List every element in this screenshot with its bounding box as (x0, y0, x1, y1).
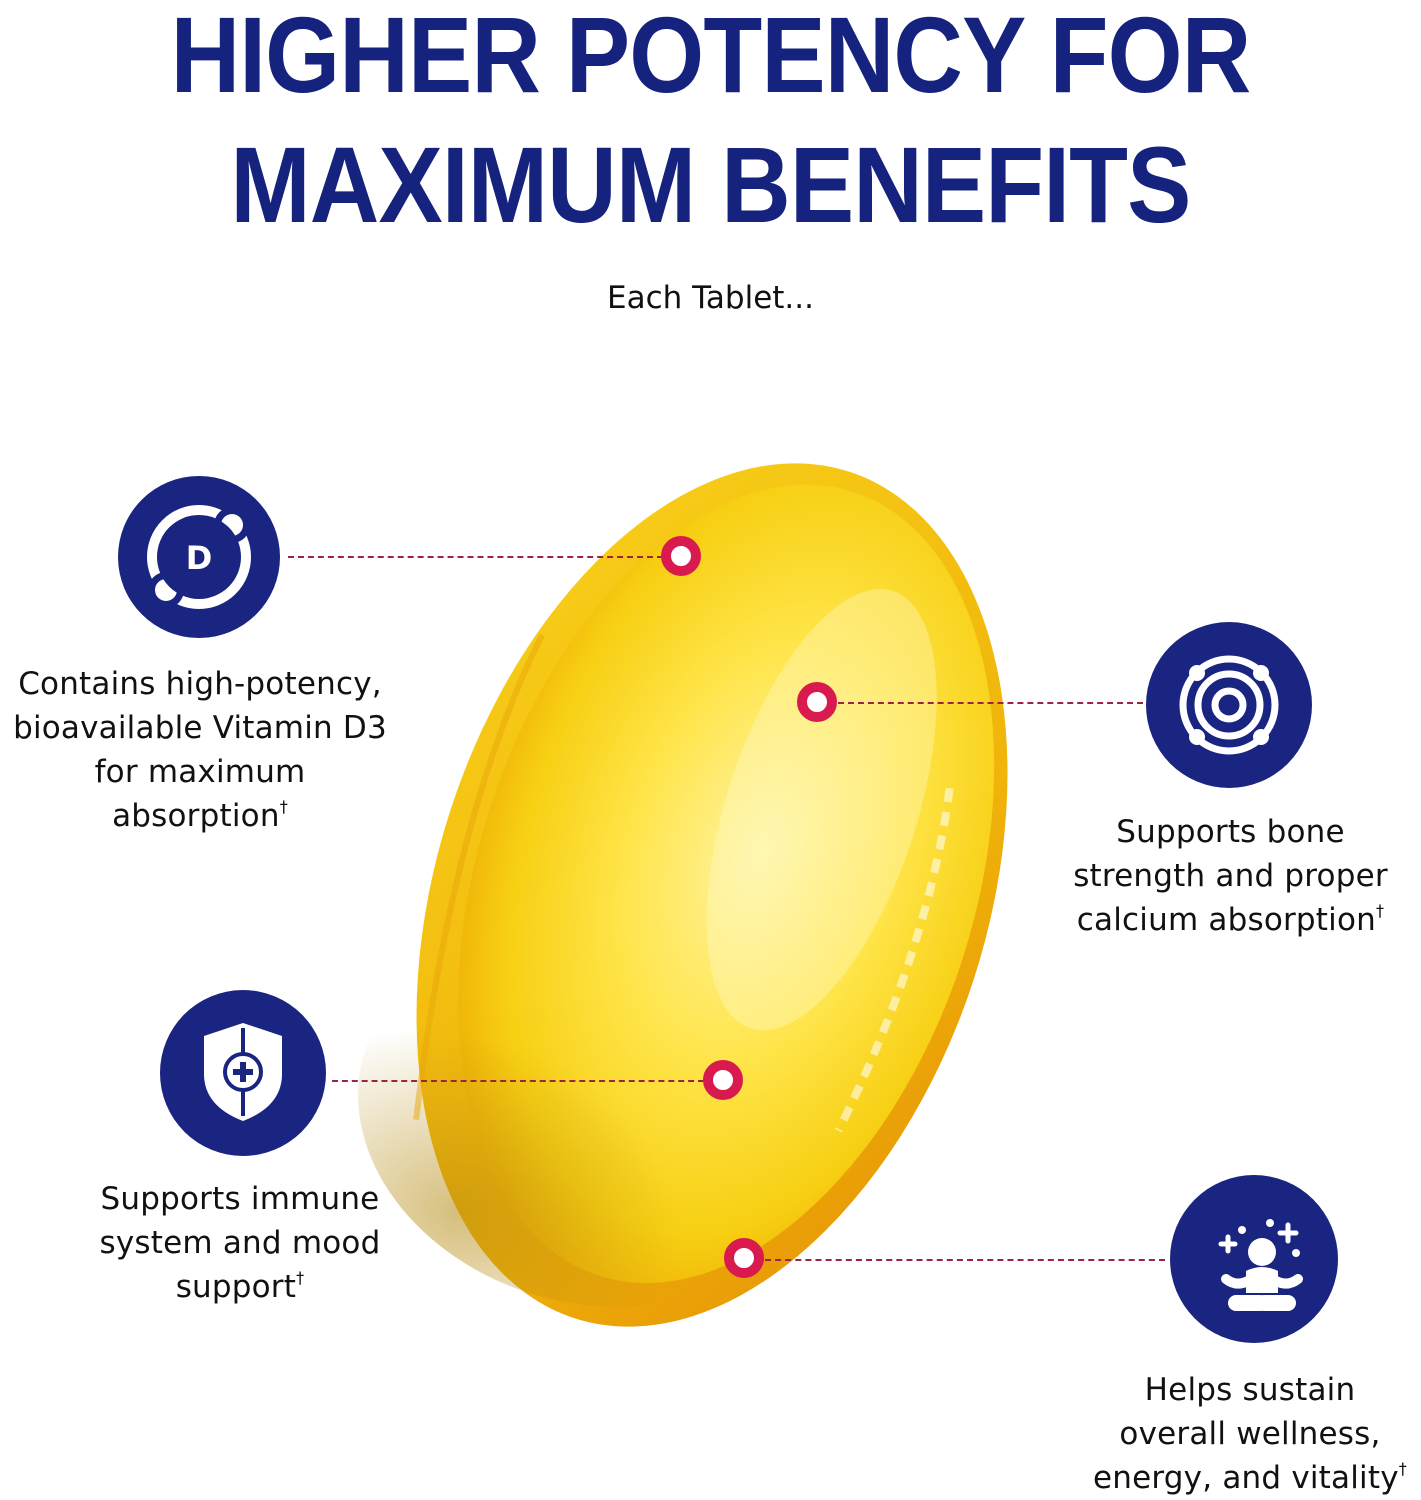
footnote-dagger: † (1398, 1459, 1407, 1478)
immune-shield-icon (160, 990, 326, 1156)
caption-line: Contains high-potency, (18, 666, 382, 702)
caption-line: support (175, 1269, 297, 1305)
headline-line-2: MAXIMUM BENEFITS (230, 125, 1191, 246)
marker-bone (797, 682, 837, 722)
caption-line: bioavailable Vitamin D3 (13, 710, 387, 746)
caption-line: Supports bone (1116, 814, 1345, 850)
bone-strength-rings-icon (1146, 622, 1312, 788)
leader-line-wellness (765, 1259, 1165, 1261)
marker-immune (703, 1060, 743, 1100)
benefit-immune-caption: Supports immune system and mood support† (60, 1177, 420, 1309)
benefit-vitamin-d-caption: Contains high-potency, bioavailable Vita… (0, 662, 400, 838)
vitamin-d-icon: D (118, 476, 280, 638)
caption-line: strength and proper (1073, 858, 1388, 894)
footnote-dagger: † (1376, 901, 1385, 920)
caption-line: energy, and vitality (1093, 1460, 1399, 1496)
caption-line: system and mood (99, 1225, 381, 1261)
caption-line: absorption (112, 798, 280, 834)
caption-line: Supports immune (100, 1181, 380, 1217)
leader-line-immune (332, 1080, 704, 1082)
svg-text:D: D (186, 539, 213, 577)
headline-line-1: HIGHER POTENCY FOR (170, 0, 1252, 116)
footnote-dagger: † (279, 797, 288, 816)
leader-line-bone (838, 702, 1143, 704)
caption-line: overall wellness, (1119, 1416, 1381, 1452)
marker-vitamin-d (661, 536, 701, 576)
benefit-bone-caption: Supports bone strength and proper calciu… (1040, 810, 1421, 942)
benefit-wellness-caption: Helps sustain overall wellness, energy, … (1070, 1368, 1421, 1500)
caption-line: calcium absorption (1076, 902, 1376, 938)
caption-line: Helps sustain (1144, 1372, 1356, 1408)
wellness-meditation-icon (1170, 1175, 1338, 1343)
marker-wellness (724, 1238, 764, 1278)
leader-line-vitamin-d (288, 556, 663, 558)
caption-line: for maximum (94, 754, 306, 790)
footnote-dagger: † (296, 1268, 305, 1287)
subheadline: Each Tablet... (606, 280, 814, 316)
